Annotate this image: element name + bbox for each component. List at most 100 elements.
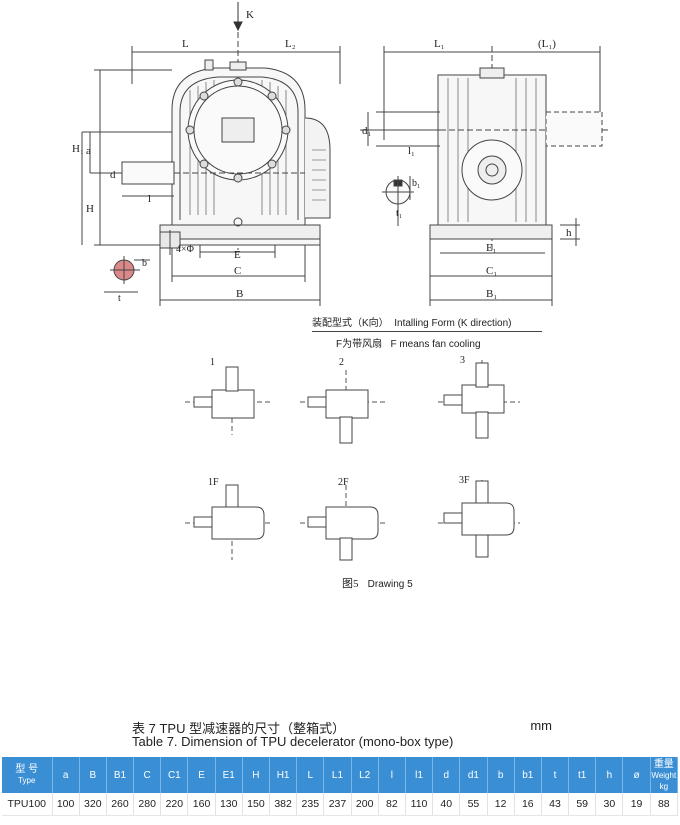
table-cell: 130 — [215, 793, 243, 816]
label-L1p: (L₁) — [538, 38, 556, 50]
header-col: d1 — [459, 757, 488, 793]
header-col: L — [296, 757, 325, 793]
header-col: E — [187, 757, 216, 793]
table-cell-weight: 88 — [650, 793, 679, 816]
table-cell: 235 — [296, 793, 325, 816]
drawing-caption-cn: 图5 — [342, 578, 359, 590]
header-col: d — [432, 757, 461, 793]
table-cell: 43 — [541, 793, 570, 816]
header-col: a — [52, 757, 80, 793]
install-forms: 1 2 3 1F 2F 3F — [185, 355, 520, 561]
form-3f-body — [461, 502, 515, 536]
label-L2: L₂ — [285, 38, 296, 50]
header-type-cn: 型 号 — [15, 764, 39, 775]
table-cell: 280 — [133, 793, 162, 816]
header-col: t — [541, 757, 570, 793]
label-H1: H₁ — [72, 143, 84, 155]
table-cell: 40 — [432, 793, 461, 816]
keyway-section-side — [382, 176, 414, 226]
header-type: 型 号 Type — [2, 757, 53, 793]
header-col: L1 — [323, 757, 352, 793]
form-label-3f: 3F — [459, 475, 470, 486]
keyway-section-front — [104, 256, 150, 293]
table-cell: 237 — [323, 793, 352, 816]
label-b1: b₁ — [412, 178, 421, 189]
header-weight-cn: 重量 — [653, 758, 674, 770]
header-col: l — [378, 757, 406, 793]
header-type-en: Type — [18, 776, 36, 785]
fan-note-cn: F为带风扇 — [336, 339, 383, 350]
label-C: C — [234, 265, 241, 277]
label-E: E — [234, 249, 241, 261]
header-col: ø — [622, 757, 651, 793]
table-unit: mm — [530, 718, 552, 733]
form-2-body — [325, 389, 369, 419]
header-col: H — [242, 757, 271, 793]
label-B: B — [236, 288, 243, 300]
form-3-body — [461, 384, 505, 414]
label-L1: L₁ — [434, 38, 445, 50]
table-cell: 110 — [405, 793, 434, 816]
drawing-caption: 图5 Drawing 5 — [342, 575, 413, 591]
table-cell: 160 — [187, 793, 216, 816]
front-view — [81, 32, 341, 306]
header-col: b — [487, 757, 515, 793]
install-form-title: 装配型式（K向） Intalling Form (K direction) — [312, 314, 542, 332]
form-2f-body — [325, 506, 379, 540]
form-1f-body — [211, 506, 265, 540]
label-d1: d₁ — [362, 125, 372, 137]
header-col: B — [79, 757, 107, 793]
table-cell: 200 — [351, 793, 379, 816]
table-cell: 382 — [269, 793, 298, 816]
header-col: L2 — [351, 757, 379, 793]
fan-note: F为带风扇 F means fan cooling — [336, 335, 481, 350]
table-title-cn: 表 7 TPU 型减速器的尺寸（整箱式） — [132, 721, 346, 736]
header-col: h — [595, 757, 624, 793]
header-col: C — [133, 757, 162, 793]
form-label-3: 3 — [460, 355, 465, 366]
table-cell: 150 — [242, 793, 271, 816]
table-title-en: Table 7. Dimension of TPU decelerator (m… — [132, 734, 454, 749]
label-t: t — [118, 293, 121, 304]
side-view — [360, 46, 610, 306]
table-cell: 82 — [378, 793, 406, 816]
k-direction-arrow — [233, 2, 243, 32]
table-title-cn-line: 表 7 TPU 型减速器的尺寸（整箱式） mm — [132, 718, 552, 737]
header-col: l1 — [405, 757, 434, 793]
header-col: H1 — [269, 757, 298, 793]
header-col: B1 — [106, 757, 135, 793]
fan-note-en: F means fan cooling — [390, 339, 481, 350]
header-col: t1 — [568, 757, 597, 793]
table-cell: 320 — [79, 793, 107, 816]
header-col: E1 — [215, 757, 243, 793]
table-cell: 100 — [52, 793, 80, 816]
gear-reducer-drawing: K — [72, 2, 610, 306]
label-t1: t₁ — [396, 208, 402, 219]
label-h: h — [566, 227, 572, 239]
install-title-en: Intalling Form (K direction) — [394, 318, 512, 329]
label-a: a — [86, 145, 91, 157]
label-phi: 4×Φ — [176, 244, 194, 255]
label-E1: E₁ — [486, 242, 497, 254]
label-l: l — [148, 193, 151, 205]
label-d: d — [110, 169, 116, 181]
table-cell: 220 — [160, 793, 189, 816]
install-title-cn: 装配型式（K向） — [312, 318, 389, 329]
table-cell: 260 — [106, 793, 135, 816]
table-cell: 59 — [568, 793, 597, 816]
header-weight-en: Weight kg — [651, 770, 677, 791]
form-label-1: 1 — [210, 357, 215, 368]
row-type: TPU100 — [2, 793, 53, 816]
table-cell: 55 — [459, 793, 488, 816]
label-B1: B₁ — [486, 288, 497, 300]
label-C1: C₁ — [486, 265, 497, 277]
form-1-body — [211, 389, 255, 419]
form-label-1f: 1F — [208, 477, 219, 488]
form-label-2f: 2F — [338, 477, 349, 488]
drawing-caption-en: Drawing 5 — [367, 579, 413, 590]
label-l1: l₁ — [408, 145, 415, 157]
table-cell: 19 — [622, 793, 651, 816]
